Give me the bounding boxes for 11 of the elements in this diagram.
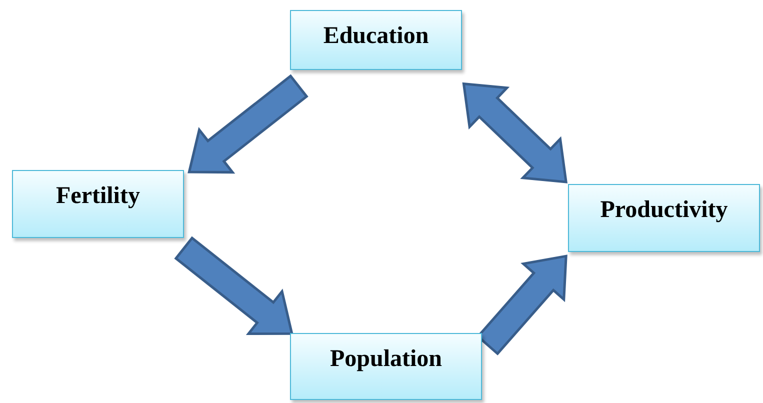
box-label: Education — [323, 23, 429, 50]
box-label: Population — [330, 346, 442, 373]
box-label: Productivity — [600, 197, 728, 224]
process-box — [290, 333, 482, 400]
block-arrow — [188, 74, 308, 174]
process-box — [290, 10, 462, 70]
block-arrow — [462, 82, 568, 184]
block-arrow — [174, 236, 294, 335]
process-box — [12, 170, 184, 238]
process-box — [568, 184, 760, 252]
box-label: Fertility — [56, 183, 140, 210]
